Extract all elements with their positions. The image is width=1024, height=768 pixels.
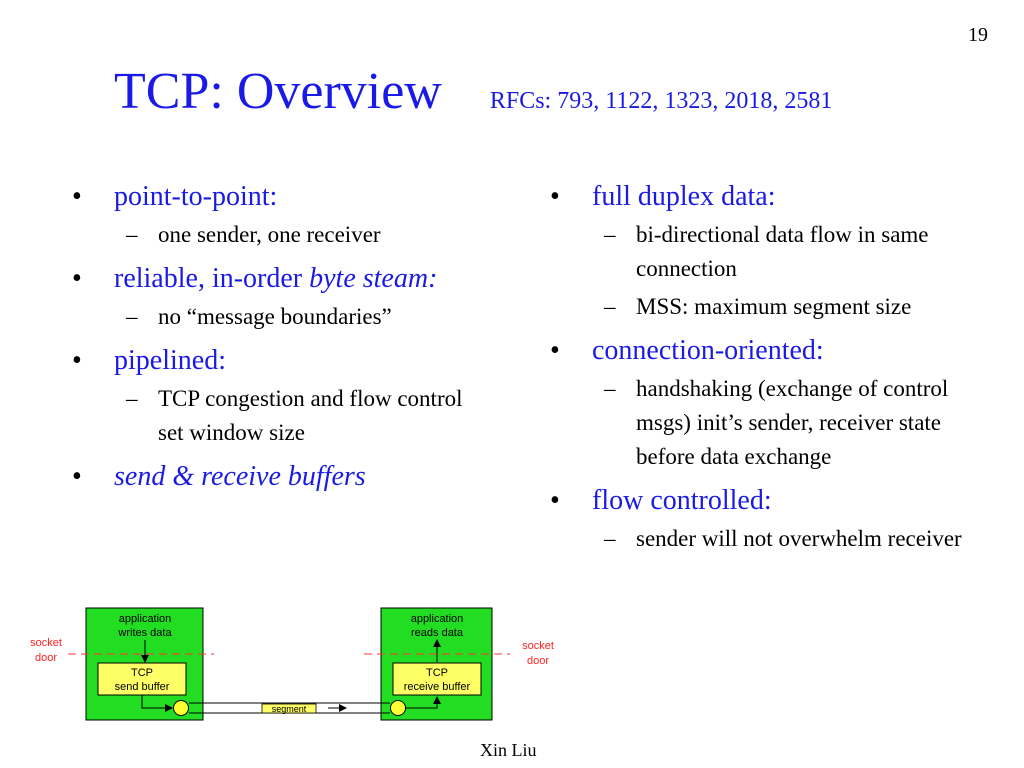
bullet-point-to-point: • point-to-point: — [70, 180, 470, 214]
bullet-reliable: • reliable, in-order byte steam: — [70, 262, 470, 296]
dash: – — [126, 222, 138, 247]
sender-socket-circle — [173, 700, 189, 716]
sub-point: – no “message boundaries” — [70, 300, 470, 334]
sub-text: MSS: maximum segment size — [636, 294, 912, 319]
bullet-dot: • — [72, 345, 82, 376]
right-socket-label-2: door — [527, 655, 549, 667]
bullet-dot: • — [550, 485, 560, 516]
bullet-italic-text: byte steam: — [309, 263, 438, 294]
receiver-app-line2: reads data — [411, 627, 464, 639]
send-buffer-line2: send buffer — [115, 681, 170, 693]
diagram-svg: application writes data application read… — [30, 607, 554, 721]
bullet-full-duplex: • full duplex data: — [548, 180, 968, 214]
bullet-italic-text: send & receive buffers — [114, 461, 366, 492]
receive-buffer-box — [392, 662, 482, 696]
sub-text: bi-directional data flow in same connect… — [636, 222, 929, 281]
sub-text: TCP congestion and flow control set wind… — [158, 386, 463, 445]
bullet-dot: • — [72, 263, 82, 294]
bullet-text: connection-oriented: — [592, 335, 824, 366]
sender-app-line1: application — [119, 613, 172, 625]
segment-label: segment — [272, 704, 307, 714]
footer-author: Xin Liu — [480, 740, 537, 760]
dash: – — [604, 294, 616, 319]
bullet-dot: • — [550, 181, 560, 212]
bullet-text: reliable, in-order — [114, 263, 310, 294]
sender-app-line2: writes data — [117, 627, 172, 639]
sub-point: – sender will not overwhelm receiver — [548, 522, 968, 556]
dash: – — [126, 386, 138, 411]
dash: – — [126, 304, 138, 329]
receive-buffer-line1: TCP — [426, 667, 448, 679]
sub-point: – one sender, one receiver — [70, 218, 470, 252]
right-socket-label-1: socket — [522, 640, 554, 652]
bullet-text: point-to-point: — [114, 181, 278, 212]
bullet-text: pipelined: — [114, 345, 226, 376]
title-main: TCP: Overview — [114, 63, 442, 120]
slide-title: TCP: Overview RFCs: 793, 1122, 1323, 201… — [114, 62, 832, 121]
receiver-socket-circle — [390, 700, 406, 716]
bullet-dot: • — [550, 335, 560, 366]
bullet-connection-oriented: • connection-oriented: — [548, 334, 968, 368]
send-buffer-box — [97, 662, 187, 696]
left-column: • point-to-point: – one sender, one rece… — [70, 180, 470, 494]
bullet-flow-controlled: • flow controlled: — [548, 484, 968, 518]
sub-point: – TCP congestion and flow control set wi… — [70, 382, 470, 450]
sub-text: handshaking (exchange of control msgs) i… — [636, 376, 949, 469]
left-socket-label-2: door — [35, 652, 57, 664]
slide-number: 19 — [968, 24, 988, 46]
sub-point: – handshaking (exchange of control msgs)… — [548, 372, 968, 474]
receive-buffer-line2: receive buffer — [404, 681, 471, 693]
send-buffer-line1: TCP — [131, 667, 153, 679]
bullet-text: flow controlled: — [592, 485, 772, 516]
sub-text: no “message boundaries” — [158, 304, 392, 329]
sub-text: one sender, one receiver — [158, 222, 381, 247]
receive-path — [406, 696, 441, 709]
sub-point: – MSS: maximum segment size — [548, 290, 968, 324]
sub-text: sender will not overwhelm receiver — [636, 526, 962, 551]
bullet-text: full duplex data: — [592, 181, 776, 212]
bullet-pipelined: • pipelined: — [70, 344, 470, 378]
send-path — [141, 695, 173, 712]
tcp-buffer-diagram: application writes data application read… — [0, 600, 560, 730]
title-rfcs: RFCs: 793, 1122, 1323, 2018, 2581 — [489, 88, 833, 114]
sub-point: – bi-directional data flow in same conne… — [548, 218, 968, 286]
dash: – — [604, 222, 616, 247]
receiver-app-line1: application — [411, 613, 464, 625]
left-socket-label-1: socket — [30, 637, 62, 649]
right-column: • full duplex data: – bi-directional dat… — [548, 180, 968, 556]
bullet-dot: • — [72, 181, 82, 212]
dash: – — [604, 526, 616, 551]
bullet-dot: • — [72, 461, 82, 492]
segment-box — [261, 703, 317, 714]
dash: – — [604, 376, 616, 401]
bullet-buffers: • send & receive buffers — [70, 460, 470, 494]
